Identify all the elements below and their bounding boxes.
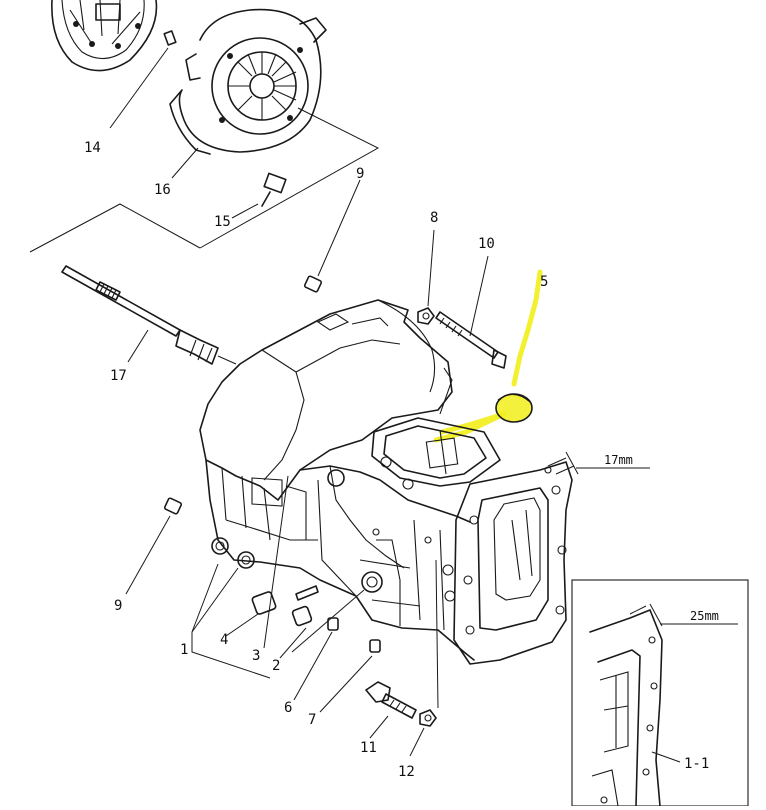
part-8-nut — [417, 229, 435, 325]
label-5: 5 — [540, 274, 548, 290]
label-15: 15 — [214, 214, 231, 230]
label-1: 1 — [180, 642, 188, 658]
inset-detail-box — [571, 579, 749, 807]
group-bracket — [29, 107, 380, 253]
dimension-label-25mm: 25mm — [690, 609, 719, 623]
part-10-stud — [435, 255, 507, 369]
label-4: 4 — [220, 632, 228, 648]
pressure-plate — [169, 8, 327, 179]
label-16: 16 — [154, 182, 171, 198]
label-1-1: 1-1 — [684, 756, 709, 772]
label-6: 6 — [284, 700, 292, 716]
clutch-disc — [51, 0, 158, 72]
part-14-pin — [109, 30, 177, 129]
label-10: 10 — [478, 236, 495, 252]
label-3: 3 — [252, 648, 260, 664]
dimension-label-17mm: 17mm — [604, 453, 633, 467]
label-2: 2 — [272, 658, 280, 674]
transmission-case — [199, 299, 573, 665]
highlight-part-5 — [433, 269, 543, 443]
part-1-bracket — [191, 563, 271, 679]
part-11-bolt — [365, 681, 417, 739]
part-12-nut — [409, 559, 439, 757]
label-7: 7 — [308, 712, 316, 728]
part-labels: 14 16 15 9 8 10 5 17 9 4 1 3 2 6 7 11 12… — [84, 140, 719, 780]
dimension-17mm — [547, 451, 650, 475]
small-parts — [225, 475, 381, 713]
label-14: 14 — [84, 140, 101, 156]
part-17-input-shaft — [61, 265, 237, 365]
part-15-bolt — [231, 172, 287, 219]
label-8: 8 — [430, 210, 438, 226]
label-11: 11 — [360, 740, 377, 756]
label-9-lower: 9 — [114, 598, 122, 614]
label-9-upper: 9 — [356, 166, 364, 182]
part-5-plug — [495, 393, 533, 423]
label-12: 12 — [398, 764, 415, 780]
label-17: 17 — [110, 368, 127, 384]
part-9-upper-dowel — [303, 179, 361, 293]
part-9-lower-dowel — [125, 497, 183, 595]
